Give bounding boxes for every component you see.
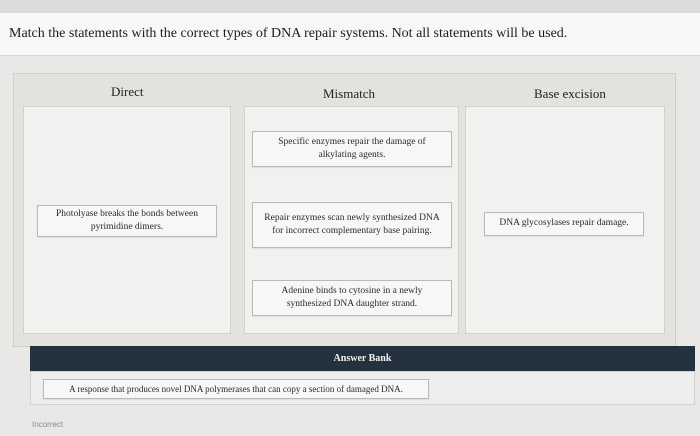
- card-photolyase[interactable]: Photolyase breaks the bonds between pyri…: [37, 205, 217, 237]
- sorting-board: Direct Photolyase breaks the bonds betwe…: [13, 73, 676, 347]
- column-title-base-excision: Base excision: [534, 86, 606, 101]
- column-title-mismatch: Mismatch: [323, 86, 375, 101]
- card-novel-polymerases[interactable]: A response that produces novel DNA polym…: [43, 379, 429, 399]
- card-adenine-cytosine[interactable]: Adenine binds to cytosine in a newly syn…: [252, 280, 452, 316]
- card-scan-mismatch[interactable]: Repair enzymes scan newly synthesized DN…: [252, 202, 452, 248]
- drop-zone-mismatch[interactable]: Specific enzymes repair the damage of al…: [244, 106, 459, 334]
- drop-zone-base-excision[interactable]: DNA glycosylases repair damage.: [465, 106, 665, 334]
- question-text: Match the statements with the correct ty…: [9, 26, 568, 41]
- card-alkylating-agents[interactable]: Specific enzymes repair the damage of al…: [252, 131, 452, 167]
- question-banner: Match the statements with the correct ty…: [0, 13, 700, 56]
- answer-bank[interactable]: A response that produces novel DNA polym…: [30, 371, 695, 405]
- status-text: Incorrect: [32, 420, 64, 429]
- drop-zone-direct[interactable]: Photolyase breaks the bonds between pyri…: [23, 106, 231, 334]
- card-dna-glycosylases[interactable]: DNA glycosylases repair damage.: [484, 212, 644, 236]
- column-title-direct: Direct: [111, 84, 144, 99]
- answer-bank-header: Answer Bank: [30, 346, 695, 371]
